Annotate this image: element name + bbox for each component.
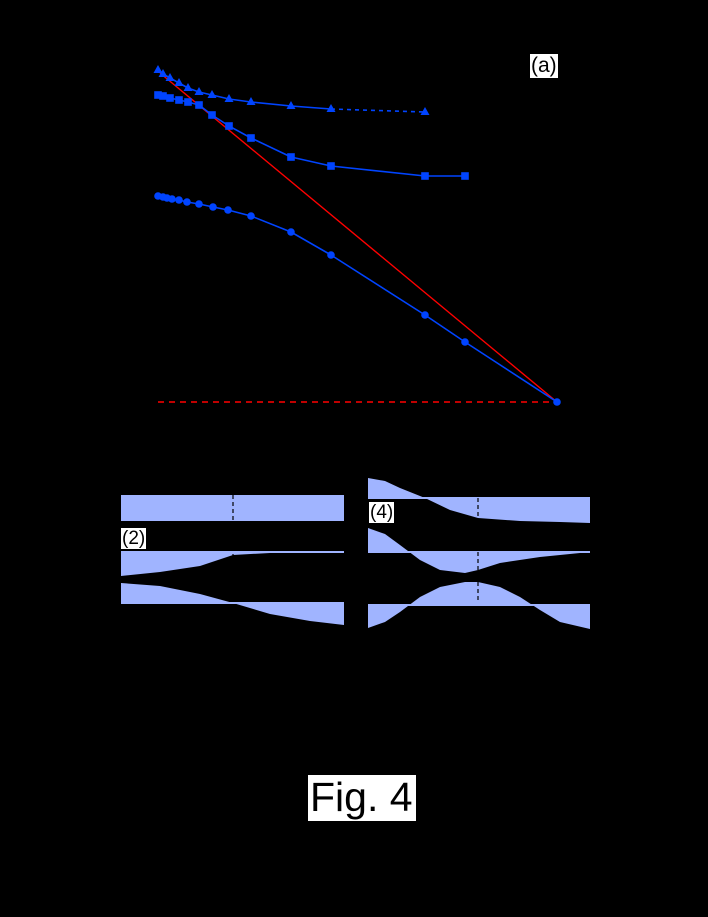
circle-marker: [209, 203, 217, 211]
square-marker: [461, 172, 469, 180]
square-marker: [184, 98, 192, 106]
series-segment: [330, 254, 426, 316]
circle-marker: [421, 311, 429, 319]
series-triangles: [153, 65, 430, 115]
triangle-marker: [224, 94, 234, 102]
square-marker: [287, 153, 295, 161]
square-marker: [195, 101, 203, 109]
mode-fill: [121, 552, 344, 576]
square-marker: [327, 162, 335, 170]
series-segment: [250, 101, 292, 107]
square-marker: [166, 94, 174, 102]
circle-marker: [168, 195, 176, 203]
square-marker: [154, 91, 162, 99]
triangle-marker: [174, 78, 184, 86]
triangle-marker: [183, 83, 193, 91]
mode-fill: [368, 478, 590, 523]
circle-marker: [195, 200, 203, 208]
panel-label-4: (4): [369, 502, 395, 523]
mode-panel-left-row3: [121, 583, 344, 625]
series-segment: [290, 105, 332, 110]
series-segment: [330, 165, 426, 177]
series-segment: [290, 231, 332, 256]
series-segment: [250, 215, 292, 233]
mode-panel-right-row3: [368, 582, 590, 629]
triangle-marker: [194, 87, 204, 95]
series-segment: [250, 137, 292, 158]
square-marker: [208, 111, 216, 119]
circle-marker: [247, 212, 255, 220]
series-segment: [290, 156, 332, 167]
series-segment: [464, 341, 558, 403]
square-marker: [247, 134, 255, 142]
series-segment: [227, 209, 252, 217]
series-segment: [424, 314, 466, 343]
panel-label-a: (a): [530, 54, 558, 78]
circle-marker: [461, 338, 469, 346]
figure-caption: Fig. 4: [308, 775, 416, 821]
mode-fill: [121, 583, 344, 625]
circle-marker: [553, 398, 561, 406]
triangle-marker: [158, 69, 168, 77]
circle-marker: [327, 251, 335, 259]
circle-marker: [183, 198, 191, 206]
mode-profiles-right: [368, 478, 590, 629]
mode-panel-left-row2: [121, 551, 344, 576]
square-marker: [225, 122, 233, 130]
triangle-marker: [207, 90, 217, 98]
mode-panel-right-row1: [368, 478, 590, 523]
circle-marker: [287, 228, 295, 236]
circle-marker: [224, 206, 232, 214]
triangle-marker: [420, 107, 430, 115]
square-marker: [175, 96, 183, 104]
triangle-marker: [326, 104, 336, 112]
series-squares: [154, 91, 469, 180]
mode-fill: [368, 528, 590, 573]
series-segment: [228, 98, 252, 103]
triangle-marker: [246, 97, 256, 105]
circle-marker: [175, 196, 183, 204]
series-circles: [154, 192, 561, 406]
triangle-marker: [165, 73, 175, 81]
panel-label-2: (2): [121, 528, 147, 549]
mode-panel-right-row2: [368, 528, 590, 573]
chart-panel-a: [153, 65, 561, 406]
square-marker: [159, 92, 167, 100]
triangle-marker: [286, 101, 296, 109]
triangle-marker: [153, 65, 163, 73]
square-marker: [421, 172, 429, 180]
